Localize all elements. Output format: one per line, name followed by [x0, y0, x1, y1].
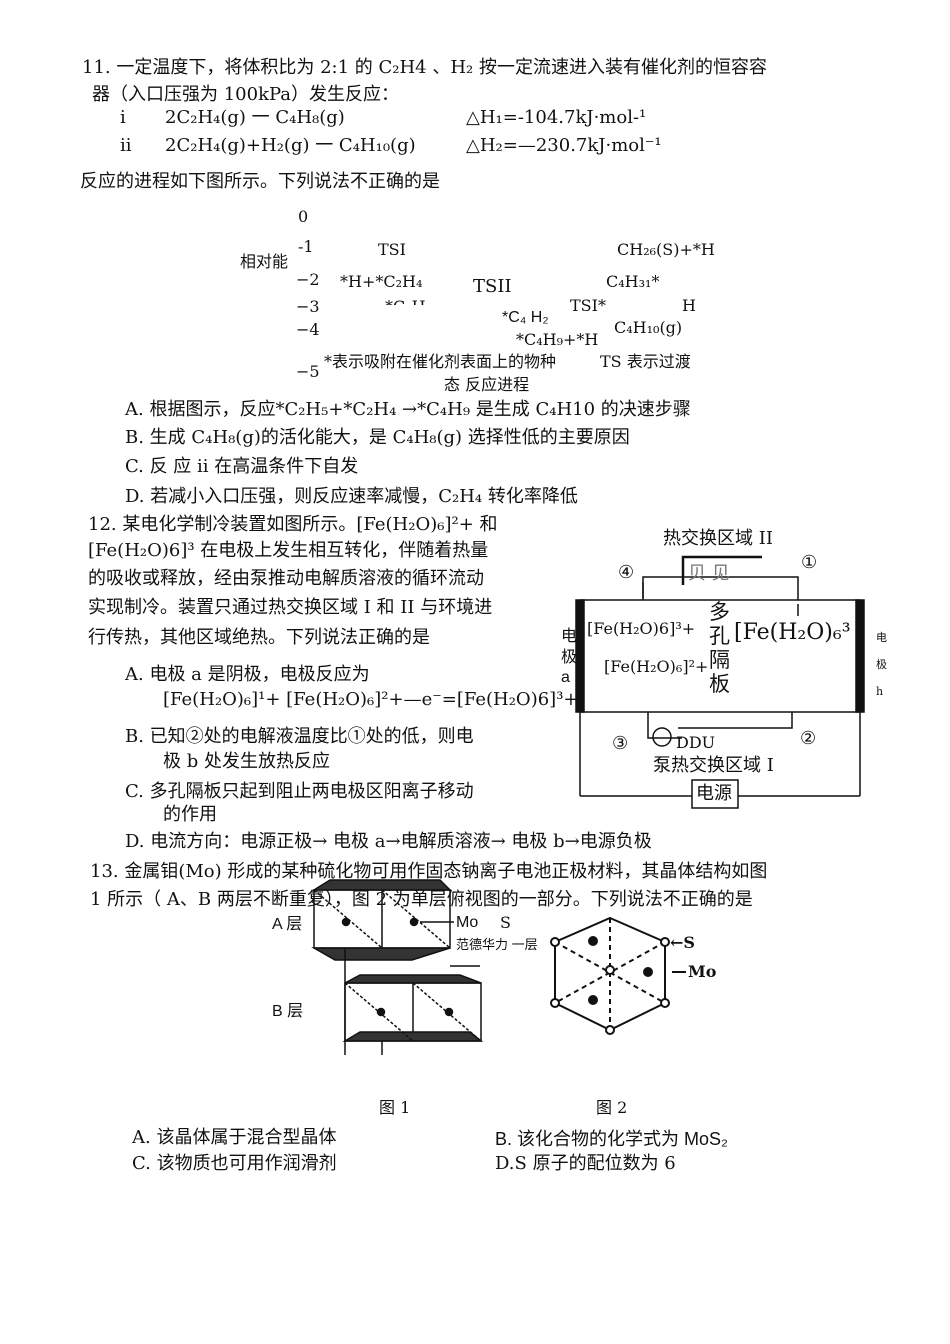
- power-source-label: 电源: [696, 783, 732, 804]
- q11-reaction1-equation: 2C₂H₄(g) 一 C₄H₈(g): [165, 107, 345, 128]
- garbled-text: 贝 见: [688, 563, 730, 584]
- label-tsi-star: TSI*: [570, 296, 606, 315]
- q13-stem-line1: 13. 金属钼(Mo) 形成的某种硫化物可用作固态钠离子电池正极材料，其晶体结构…: [90, 861, 768, 882]
- marker-4: ④: [618, 562, 635, 583]
- label-c4h31: C₄H₃₁*: [606, 272, 660, 291]
- layer-b-label: B 层: [272, 1003, 304, 1020]
- fig2-s-label: ←S: [670, 933, 695, 952]
- q12-stem-line: 实现制冷。装置只通过热交换区域 I 和 II 与环境进: [88, 597, 493, 618]
- pump-ddu-label: DDU: [676, 733, 716, 752]
- ion-fe3-right: [Fe(H₂O)₆³: [734, 620, 851, 645]
- figure-2-caption: 图 2: [596, 1098, 628, 1117]
- q13-stem-line2: 1 所示（ A、B 两层不断重复），图 2 为单层俯视图的一部分。下列说法不正确…: [90, 889, 753, 910]
- q13-option-d: D.S 原子的配位数为 6: [495, 1153, 676, 1174]
- fig2-mo-label: Mo: [688, 962, 717, 981]
- q12-option-d: D. 电流方向：电源正极→ 电极 a→电解质溶液→ 电极 b→电源负极: [125, 831, 652, 852]
- q12-stem-line: [Fe(H₂O)6]³ 在电极上发生相互转化，伴随着热量: [88, 540, 489, 561]
- marker-2: ②: [800, 728, 817, 749]
- q11-reaction2-equation: 2C₂H₄(g)+H₂(g) 一 C₄H₁₀(g): [165, 135, 416, 156]
- electrode-b-label: 电 极 h: [876, 624, 887, 705]
- diagram-note-adsorbed: *表示吸附在催化剂表面上的物种: [324, 352, 557, 371]
- label-char: h: [876, 685, 884, 698]
- ion-fe3-left: [Fe(H₂O)6]³+: [587, 619, 696, 638]
- q13-option-c: C. 该物质也可用作润滑剂: [132, 1153, 337, 1174]
- q11-option-d: D. 若减小入口压强，则反应速率减慢，C₂H₄ 转化率降低: [125, 486, 578, 507]
- y-tick: −4: [296, 320, 320, 339]
- membrane-char: 多: [709, 600, 730, 624]
- label-h: H: [682, 296, 696, 315]
- label-tsii: TSII: [473, 276, 512, 297]
- diagram-note-progress: 态 反应进程: [444, 375, 530, 394]
- crystal-figure-2: [550, 916, 686, 1035]
- label-ch26: CH₂₆(S)+*H: [617, 240, 715, 259]
- van-der-waals-label: 范德华力 一层: [456, 937, 538, 952]
- marker-3: ③: [612, 733, 629, 754]
- q11-stem-line1: 11. 一定温度下，将体积比为 2:1 的 C₂H4 、H₂ 按一定流速进入装有…: [82, 57, 767, 78]
- q11-stem-line3: 反应的进程如下图所示。下列说法不正确的是: [80, 171, 440, 192]
- label-c4h9-h: *C₄H₉+*H: [516, 330, 599, 349]
- q11-option-c: C. 反 应 ii 在高温条件下自发: [125, 456, 359, 477]
- q12-stem-line: 行传热，其他区域绝热。下列说法正确的是: [88, 627, 430, 648]
- q12-option-b-line2: 极 b 处发生放热反应: [163, 751, 330, 772]
- heat-exchange-zone-1: 泵热交换区域 I: [653, 755, 774, 776]
- q11-reaction1-number: i: [120, 107, 126, 128]
- label-c2h5: *C₂H₅: [385, 297, 432, 305]
- q11-reaction2-enthalpy: △H₂=—230.7kJ·mol⁻¹: [466, 135, 662, 156]
- membrane-char: 孔: [709, 624, 730, 648]
- q11-reaction2-number: ii: [120, 135, 132, 156]
- cell-diagram: [575, 555, 865, 809]
- membrane-char: 板: [709, 672, 730, 696]
- fig1-s-label: S: [500, 913, 511, 932]
- label-char: a: [561, 669, 570, 686]
- porous-membrane-label: 多 孔 隔 板: [709, 600, 730, 696]
- q12-option-a-line1: A. 电极 a 是阴极，电极反应为: [125, 664, 370, 685]
- y-tick: −2: [296, 270, 320, 289]
- q11-reaction1-enthalpy: △H₁=-104.7kJ·mol-¹: [466, 107, 647, 128]
- fig1-mo-label: Mo: [456, 914, 479, 931]
- q12-option-c-line1: C. 多孔隔板只起到阻止两电极区阳离子移动: [125, 781, 474, 802]
- label-char: 电: [561, 626, 578, 645]
- y-tick: −3: [296, 297, 320, 316]
- electrode-a-label: 电 极 a: [561, 625, 577, 688]
- q12-stem-line: 的吸收或释放，经由泵推动电解质溶液的循环流动: [88, 568, 484, 589]
- label-char: 极: [561, 647, 578, 666]
- label-c4h2: *C₄ H₂: [502, 309, 549, 326]
- q12-option-a-line2: [Fe(H₂O)₆]¹+ [Fe(H₂O)₆]²+—e⁻=[Fe(H₂O)6]³…: [163, 689, 579, 710]
- y-tick: 0: [298, 207, 309, 226]
- y-axis-label: 相对能: [240, 252, 289, 271]
- q11-option-b: B. 生成 C₄H₈(g)的活化能大，是 C₄H₈(g) 选择性低的主要原因: [125, 427, 630, 448]
- q12-option-b-line1: B. 已知②处的电解液温度比①处的低，则电: [125, 726, 474, 747]
- label-char: 极: [876, 658, 887, 671]
- crystal-figure-1: [311, 879, 484, 1055]
- y-tick: −5: [296, 362, 320, 381]
- label-h-c2h4: *H+*C₂H₄: [340, 272, 423, 291]
- layer-a-label: A 层: [272, 916, 303, 933]
- q13-option-b: B. 该化合物的化学式为 MoS₂: [495, 1129, 729, 1149]
- ion-fe2-left: [Fe(H₂O)₆]²+: [604, 657, 709, 676]
- membrane-char: 隔: [709, 648, 730, 672]
- q11-option-a: A. 根据图示，反应*C₂H₅+*C₂H₄ →*C₄H₉ 是生成 C₄H10 的…: [125, 399, 691, 420]
- heat-exchange-zone-2: 热交换区域 II: [663, 528, 773, 549]
- label-tsi: TSI: [378, 240, 406, 259]
- figure-1-caption: 图 1: [379, 1098, 411, 1117]
- label-char: 电: [876, 631, 887, 644]
- q12-option-c-line2: 的作用: [163, 804, 217, 825]
- marker-1: ①: [801, 552, 818, 573]
- q12-stem-line: 12. 某电化学制冷装置如图所示。[Fe(H₂O)₆]²+ 和: [88, 514, 498, 535]
- q13-option-a: A. 该晶体属于混合型晶体: [132, 1127, 337, 1148]
- q11-stem-line2: 器（入口压强为 100kPa）发生反应：: [92, 84, 400, 105]
- label-c4h10: C₄H₁₀(g): [614, 318, 683, 337]
- y-tick: -1: [298, 237, 314, 256]
- diagram-note-ts: TS 表示过渡: [600, 352, 691, 371]
